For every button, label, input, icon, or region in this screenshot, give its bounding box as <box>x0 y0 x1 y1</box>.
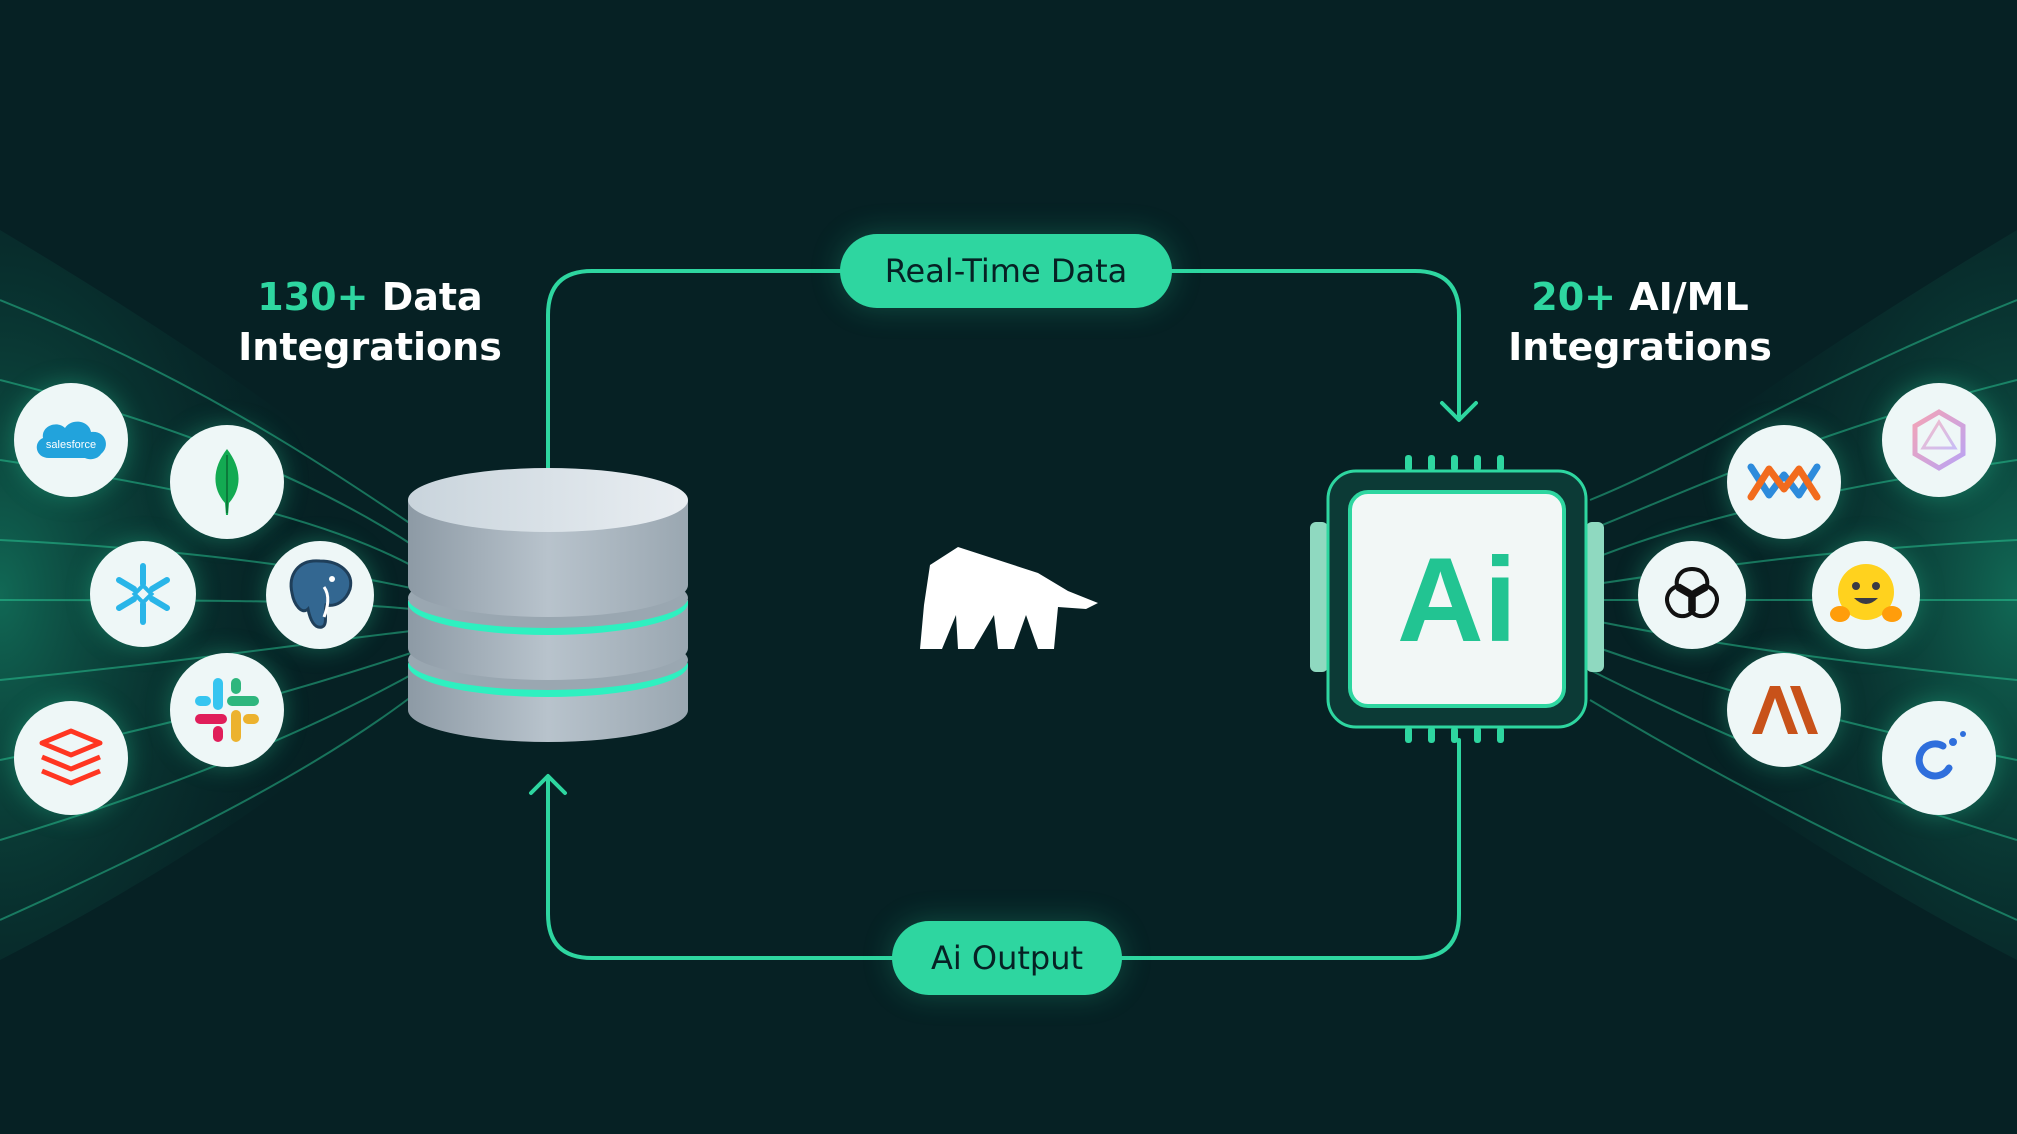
chip-pins <box>1405 455 1504 743</box>
real-time-data-label: Real-Time Data <box>840 234 1172 308</box>
ai-integrations-title: AI/ML <box>1616 275 1749 319</box>
openai-icon <box>1665 566 1719 619</box>
snowflake-logo[interactable] <box>90 541 196 647</box>
hugging-face-logo[interactable] <box>1812 541 1920 649</box>
ai-integrations-count: 20+ <box>1531 275 1617 319</box>
postgresql-elephant-icon <box>289 559 353 629</box>
weaviate-logo[interactable] <box>1727 425 1841 539</box>
data-integrations-heading: 130+ Data Integrations <box>220 272 520 372</box>
data-integrations-count: 130+ <box>257 275 369 319</box>
hexagon-ai-logo[interactable] <box>1882 383 1996 497</box>
anthropic-icon <box>1752 686 1818 734</box>
polar-bear-icon <box>920 547 1098 649</box>
ai-chip <box>1310 455 1604 743</box>
ai-integrations-heading: 20+ AI/ML Integrations <box>1490 272 1790 372</box>
mongodb-leaf-icon <box>215 449 239 515</box>
data-integrations-title: Data <box>368 275 483 319</box>
arrow-down-icon <box>1440 401 1478 422</box>
databricks-icon <box>39 728 103 786</box>
slack-logo[interactable] <box>170 653 284 767</box>
databricks-logo[interactable] <box>14 701 128 815</box>
openai-logo[interactable] <box>1638 541 1746 649</box>
anthropic-logo[interactable] <box>1727 653 1841 767</box>
chip-label: Ai <box>1397 533 1517 667</box>
database-icon <box>408 468 688 742</box>
salesforce-icon: salesforce <box>36 421 106 460</box>
arrow-up-icon <box>529 774 567 795</box>
snowflake-icon <box>116 563 170 625</box>
mongodb-logo[interactable] <box>170 425 284 539</box>
slack-icon <box>195 678 259 742</box>
weaviate-icon <box>1747 463 1821 501</box>
data-integrations-subtitle: Integrations <box>238 325 502 369</box>
ai-output-label: Ai Output <box>892 921 1122 995</box>
hexagon-icon <box>1912 409 1966 471</box>
replicate-icon <box>1915 731 1966 780</box>
ai-integrations-subtitle: Integrations <box>1508 325 1772 369</box>
hugging-face-icon <box>1830 564 1902 622</box>
postgresql-logo[interactable] <box>266 541 374 649</box>
replicate-logo[interactable] <box>1882 701 1996 815</box>
salesforce-text: salesforce <box>46 439 96 451</box>
salesforce-logo[interactable]: salesforce <box>14 383 128 497</box>
